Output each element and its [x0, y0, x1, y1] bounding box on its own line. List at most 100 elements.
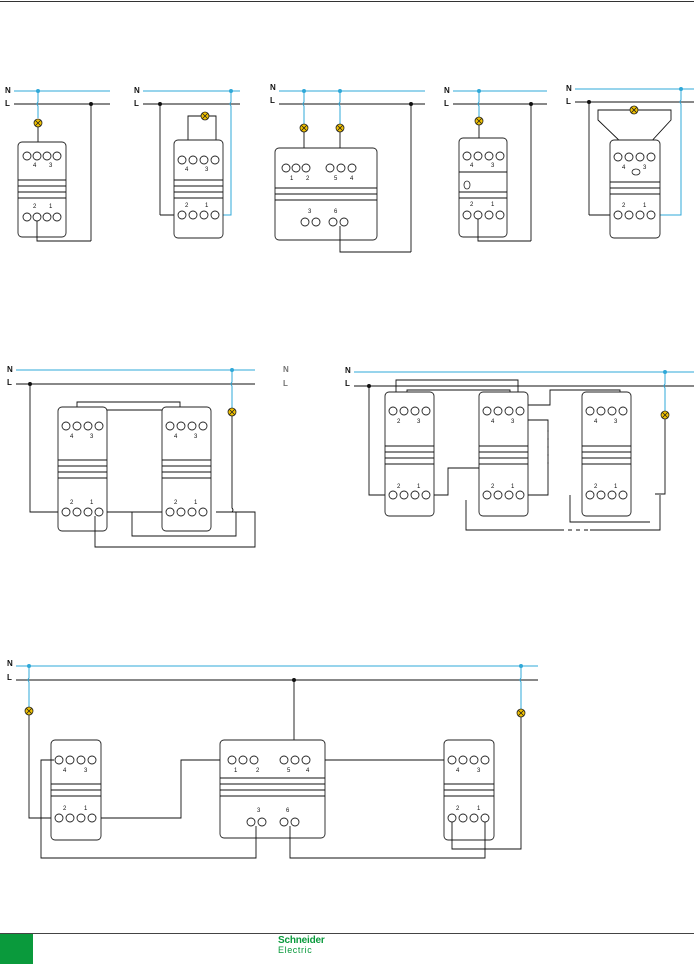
- svg-text:2: 2: [174, 500, 178, 506]
- svg-text:N: N: [444, 86, 450, 95]
- svg-text:3: 3: [417, 419, 421, 425]
- switch-module: 4 3 2 1: [458, 137, 508, 238]
- neutral-label-stub: N: [283, 365, 289, 374]
- svg-text:1: 1: [417, 484, 421, 490]
- svg-text:5: 5: [334, 176, 338, 182]
- diagram-intermediate-multi: N L 2 3 2 1: [345, 366, 694, 531]
- brand-name: Schneider: [278, 935, 325, 946]
- brand-subname: Electric: [278, 945, 313, 955]
- svg-text:2: 2: [470, 202, 474, 208]
- svg-text:3: 3: [643, 165, 647, 171]
- svg-text:N: N: [270, 83, 276, 92]
- svg-text:4: 4: [33, 163, 37, 169]
- svg-text:1: 1: [643, 203, 647, 209]
- svg-text:3: 3: [205, 167, 209, 173]
- svg-text:1: 1: [90, 500, 94, 506]
- svg-text:1: 1: [194, 500, 198, 506]
- svg-text:2: 2: [397, 419, 401, 425]
- indicator-light-icon: [463, 180, 471, 190]
- svg-text:3: 3: [614, 419, 618, 425]
- svg-text:4: 4: [491, 419, 495, 425]
- svg-text:1: 1: [84, 806, 88, 812]
- footer-brand-block: [0, 934, 33, 964]
- svg-text:3: 3: [308, 209, 312, 215]
- indicator-light-icon: [631, 168, 641, 176]
- svg-text:3: 3: [49, 163, 53, 169]
- svg-text:3: 3: [491, 163, 495, 169]
- svg-text:1: 1: [614, 484, 618, 490]
- switch-module: 4 3 2 1: [478, 391, 529, 517]
- svg-text:3: 3: [257, 808, 261, 814]
- diagram-two-way-with-intermediate: N L 4 3 2 1: [7, 659, 538, 859]
- svg-text:2: 2: [70, 500, 74, 506]
- svg-text:2: 2: [256, 768, 260, 774]
- svg-text:L: L: [7, 378, 12, 387]
- svg-text:3: 3: [90, 434, 94, 440]
- lamp-icon: [335, 123, 345, 133]
- lamp-icon: [24, 706, 34, 716]
- svg-text:4: 4: [456, 768, 460, 774]
- double-switch-module: 1 2 5 4 3 6: [219, 739, 326, 839]
- lamp-icon: [33, 118, 43, 128]
- svg-text:2: 2: [397, 484, 401, 490]
- lamp-icon: [299, 123, 309, 133]
- svg-text:6: 6: [334, 209, 338, 215]
- svg-text:L: L: [134, 99, 139, 108]
- diagram-double-lamp: N L 1 2: [270, 83, 425, 253]
- svg-text:3: 3: [511, 419, 515, 425]
- svg-text:1: 1: [234, 768, 238, 774]
- svg-text:4: 4: [70, 434, 74, 440]
- svg-text:2: 2: [33, 204, 37, 210]
- svg-text:2: 2: [594, 484, 598, 490]
- lamp-icon: [474, 116, 484, 126]
- svg-text:4: 4: [594, 419, 598, 425]
- lamp-icon: [629, 105, 639, 115]
- switch-module: 4 3 2 1: [443, 739, 495, 841]
- diagram-single-pole-2: N L 4 3 2 1: [134, 86, 240, 239]
- lamp-icon: [660, 410, 670, 420]
- switch-module: 4 3 2 1: [581, 391, 632, 517]
- svg-text:L: L: [444, 99, 449, 108]
- neutral-label: N: [5, 86, 11, 95]
- svg-text:L: L: [345, 379, 350, 388]
- svg-text:2: 2: [63, 806, 67, 812]
- svg-text:2: 2: [491, 484, 495, 490]
- svg-text:N: N: [566, 84, 572, 93]
- svg-text:4: 4: [622, 165, 626, 171]
- switch-module: 4 3 2 1: [173, 139, 224, 239]
- svg-text:2: 2: [185, 203, 189, 209]
- svg-text:4: 4: [63, 768, 67, 774]
- switch-module: 4 3 2 1: [57, 406, 108, 532]
- top-rule: [0, 1, 694, 2]
- svg-text:3: 3: [194, 434, 198, 440]
- svg-text:5: 5: [287, 768, 291, 774]
- switch-module: 4 3 2 1: [50, 739, 102, 841]
- switch-module: 2 3 2 1: [384, 391, 435, 517]
- diagram-two-way: N L 4 3 2 1: [7, 365, 256, 548]
- switch-module: 4 3 2 1: [17, 141, 67, 238]
- svg-text:2: 2: [456, 806, 460, 812]
- diagram-lamp-loop: N L 4 3 2 1: [566, 84, 694, 239]
- svg-text:1: 1: [491, 202, 495, 208]
- switch-module: 4 3 2 1: [609, 139, 661, 239]
- svg-text:4: 4: [185, 167, 189, 173]
- svg-text:1: 1: [205, 203, 209, 209]
- svg-text:2: 2: [622, 203, 626, 209]
- live-label: L: [5, 99, 10, 108]
- diagram-indicator-switch: N L 4 3 2 1: [444, 86, 547, 242]
- svg-text:4: 4: [350, 176, 354, 182]
- svg-text:N: N: [7, 659, 13, 668]
- diagram-single-pole-1: N L 4 3 2 1: [5, 86, 110, 242]
- lamp-icon: [516, 708, 526, 718]
- svg-text:6: 6: [286, 808, 290, 814]
- lamp-icon: [200, 111, 210, 121]
- svg-text:4: 4: [306, 768, 310, 774]
- live-label-stub: L: [283, 379, 288, 388]
- svg-text:L: L: [566, 97, 571, 106]
- svg-text:4: 4: [174, 434, 178, 440]
- svg-text:1: 1: [477, 806, 481, 812]
- svg-text:2: 2: [306, 176, 310, 182]
- switch-module: 4 3 2 1: [161, 406, 212, 532]
- svg-text:N: N: [7, 365, 13, 374]
